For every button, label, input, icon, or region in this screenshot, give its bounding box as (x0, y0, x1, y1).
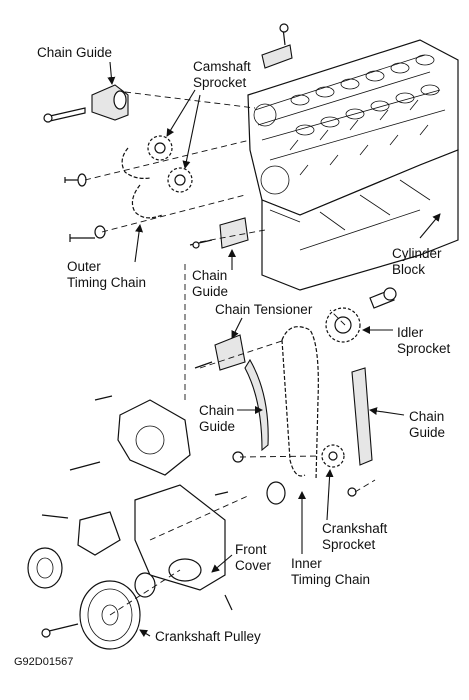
label-chain-guide-mid-line1: Chain (192, 268, 227, 283)
label-chain-tensioner: Chain Tensioner (215, 302, 313, 317)
label-idler-sprocket-line2: Sprocket (397, 341, 451, 356)
label-cylinder-block-line2: Block (392, 262, 425, 277)
figure-code: G92D01567 (14, 656, 73, 668)
label-camshaft-sprocket-line2: Sprocket (193, 75, 247, 90)
chain-tensioner-part (194, 334, 246, 371)
label-camshaft-sprocket-line1: Camshaft (193, 59, 251, 74)
label-outer-timing-chain-line1: Outer (67, 259, 101, 274)
inner-timing-chain-part (281, 326, 319, 481)
water-pump-part (27, 511, 121, 589)
bracket-part (261, 23, 293, 69)
assembly-lines (84, 91, 376, 616)
label-chain-guide-top: Chain Guide (37, 45, 112, 60)
camshaft-sprocket-lower (167, 167, 193, 193)
camshaft-sprocket-upper (147, 135, 173, 161)
label-idler-sprocket-line1: Idler (397, 325, 424, 340)
label-front-cover-line2: Cover (235, 558, 272, 573)
crankshaft-sprocket-part (266, 444, 345, 505)
label-chain-guide-mid-line2: Guide (192, 284, 228, 299)
label-front-cover-line1: Front (235, 542, 267, 557)
label-inner-timing-chain-line2: Timing Chain (291, 572, 370, 587)
label-crankshaft-sprocket-line1: Crankshaft (322, 521, 388, 536)
label-chain-guide-right-line2: Guide (409, 425, 445, 440)
label-crankshaft-sprocket-line2: Sprocket (322, 537, 376, 552)
label-chain-guide-right-line1: Chain (409, 409, 444, 424)
chain-guide-center-part (232, 358, 269, 463)
label-outer-timing-chain-line2: Timing Chain (67, 275, 146, 290)
outer-timing-chain-part (121, 147, 163, 219)
leader-lines (107, 61, 441, 638)
bolts-left (64, 173, 213, 249)
label-inner-timing-chain-line1: Inner (291, 556, 322, 571)
chain-guide-mid-part (219, 217, 249, 249)
label-chain-guide-center-line2: Guide (199, 419, 235, 434)
chain-guide-right-part (347, 367, 373, 497)
chain-guide-top-part (43, 84, 129, 123)
idler-sprocket-part (325, 287, 397, 343)
oil-pump-housing-part (69, 395, 191, 476)
label-cylinder-block-line1: Cylinder (392, 246, 442, 261)
label-crankshaft-pulley: Crankshaft Pulley (155, 629, 261, 644)
cylinder-head-assembly (247, 39, 459, 291)
front-cover-part (134, 484, 229, 598)
label-chain-guide-center-line1: Chain (199, 403, 234, 418)
